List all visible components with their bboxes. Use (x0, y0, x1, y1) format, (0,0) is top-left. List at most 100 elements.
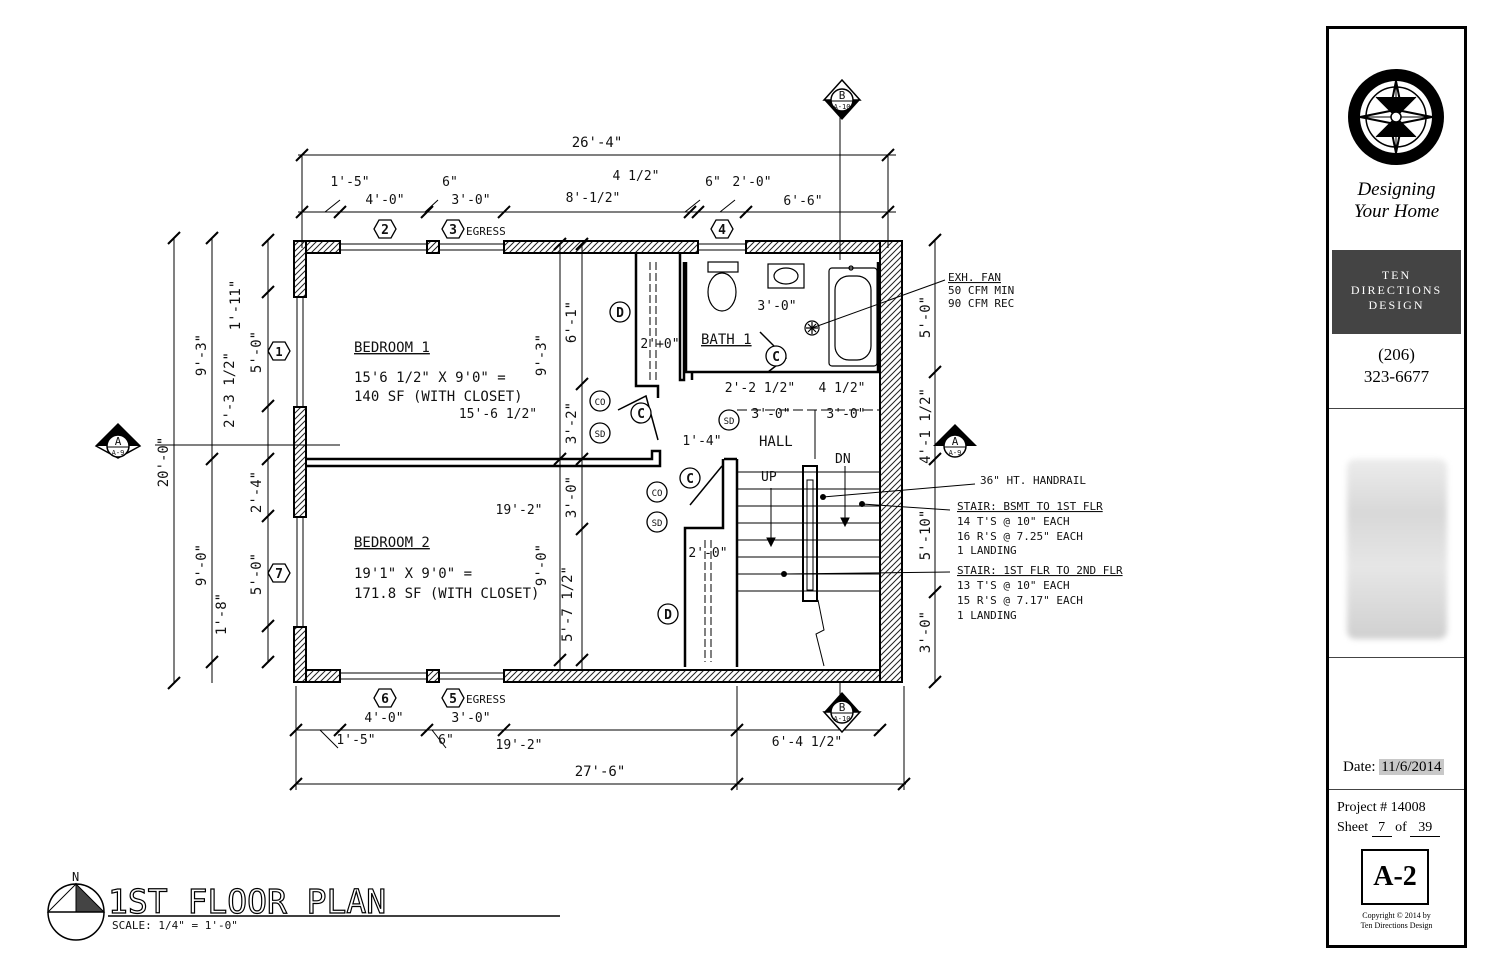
tagline-line1: Designing (1357, 179, 1436, 200)
dim-left-9-0: 9'-0" (194, 544, 210, 586)
stair1-note-title: STAIR: BSMT TO 1ST FLR (957, 500, 1103, 513)
dim-int-15-6: 15'-6 1/2" (459, 407, 537, 422)
dimension-lines (155, 100, 936, 790)
closet-symbol-2: C (686, 472, 694, 487)
bath-fixtures (707, 261, 878, 367)
dim-left-1-11: 1'-11" (228, 280, 244, 331)
hall-name: HALL (759, 434, 793, 450)
sheet-of-label: of (1395, 820, 1407, 835)
dim-top-2-0: 2'-0" (732, 175, 771, 190)
company-banner: TEN DIRECTIONS DESIGN (1332, 250, 1461, 334)
dim-int-bath-3-0: 3'-0" (757, 299, 796, 314)
company-line1: TEN (1381, 268, 1412, 282)
stair1-note-treads: 14 T'S @ 10" EACH (957, 515, 1070, 528)
company-logo (1346, 67, 1446, 167)
dim-bottom-3-0: 3'-0" (451, 711, 490, 726)
dim-bottom-1-5: 1'-5" (336, 733, 375, 748)
dim-top-1-5: 1'-5" (330, 175, 369, 190)
dim-bottom-19-2: 19'-2" (496, 738, 543, 753)
window-tag-6: 6 (381, 692, 389, 707)
section-a-label-left: A (115, 435, 122, 448)
dim-bottom-6-4: 6'-4 1/2" (772, 735, 842, 750)
date-label: Date: (1343, 759, 1376, 775)
dim-int-1-4: 1'-4" (682, 434, 721, 449)
dim-top-6b: 6" (705, 175, 721, 190)
section-b-label-bottom: B (839, 701, 846, 714)
section-b-ref-top: A-10 (834, 103, 851, 111)
window-tag-4: 4 (718, 223, 726, 238)
dim-top-4-half: 4 1/2" (613, 169, 660, 184)
dim-int-2-0b: 2'-0" (688, 546, 727, 561)
dim-left-1-8: 1'-8" (214, 593, 230, 635)
date-value: 11/6/2014 (1379, 759, 1444, 775)
dim-left-2-3: 2'-3 1/2" (222, 352, 238, 428)
phone-number: 323-6677 (1363, 367, 1430, 386)
title-block: Designing Your Home TEN DIRECTIONS DESIG… (1326, 26, 1467, 948)
window-tag-1: 1 (275, 345, 282, 359)
company-line3: DESIGN (1368, 298, 1425, 312)
smoke-detector-1: SD (595, 430, 606, 440)
dim-bottom-4-0: 4'-0" (364, 711, 403, 726)
section-marker-a-right (933, 424, 977, 458)
fan-note-min: 50 CFM MIN (948, 284, 1014, 297)
dim-top-4-0: 4'-0" (365, 193, 404, 208)
stair-down-label: DN (835, 452, 851, 467)
section-a-ref-right: A-9 (949, 449, 962, 457)
leader-dots (781, 494, 865, 577)
bedroom1-name: BEDROOM 1 (354, 340, 430, 356)
bedroom2-area: 171.8 SF (WITH CLOSET) (354, 586, 539, 602)
dim-left-5-0: 5'-0" (249, 331, 265, 373)
closet-symbol-1: C (637, 407, 645, 422)
dim-top-8-half: 8'-1/2" (566, 191, 621, 206)
floor-plan-drawing: 2 3 4 6 5 1 7 EGRESS EGRESS A A-9 A A-9 … (46, 78, 1123, 941)
fan-note-rec: 90 CFM REC (948, 297, 1014, 310)
dim-int-6-1: 6'-1" (564, 301, 580, 343)
dim-int-2-0: 2'+0" (640, 337, 679, 352)
sheet-number: 7 (1371, 820, 1392, 837)
copyright: Copyright © 2014 by Ten Directions Desig… (1329, 911, 1464, 931)
leader-lines (783, 279, 976, 575)
window-tags (267, 219, 734, 708)
window-tag-7: 7 (275, 567, 283, 582)
copyright-line1: Copyright © 2014 by (1362, 911, 1431, 920)
window-lines (296, 243, 746, 680)
sheet-total: 39 (1410, 820, 1441, 837)
dim-bottom-6: 6" (438, 733, 454, 748)
exterior-walls (293, 240, 903, 683)
tagline-line2: Your Home (1353, 201, 1440, 222)
stair1-note-landing: 1 LANDING (957, 544, 1017, 557)
dim-top-6-6: 6'-6" (783, 194, 822, 209)
section-a-label-right: A (952, 435, 959, 448)
dim-right-5-0: 5'-0" (918, 296, 934, 338)
dim-right-5-10: 5'-10" (918, 510, 934, 561)
door-symbol-2: D (664, 608, 672, 623)
smoke-detector-3: SD (724, 417, 735, 427)
section-a-ref-left: A-9 (112, 449, 125, 457)
section-marker-b-top (822, 78, 862, 120)
dim-top-3-0: 3'-0" (451, 193, 490, 208)
window-tag-3: 3 (449, 223, 457, 238)
stair2-note-landing: 1 LANDING (957, 609, 1017, 622)
door-symbol-1: D (616, 306, 624, 321)
egress-label-top: EGRESS (466, 225, 506, 238)
phone-area-code: (206) (1378, 345, 1415, 364)
stair2-note-title: STAIR: 1ST FLR TO 2ND FLR (957, 564, 1123, 577)
dim-left-9-3: 9'-3" (194, 334, 210, 376)
dim-bottom-overall: 27'-6" (575, 764, 626, 780)
co-detector-2: CO (652, 489, 663, 499)
section-marker-a-left (94, 422, 142, 459)
egress-label-bottom: EGRESS (466, 693, 506, 706)
section-marker-b-bottom (822, 692, 862, 734)
dim-int-9-3: 9'-3" (534, 334, 550, 376)
drawing-title: 1ST FLOOR PLAN (108, 882, 386, 921)
bath1-name: BATH 1 (701, 332, 752, 348)
closet-doors (649, 262, 712, 662)
dim-int-3-2: 3'-2" (564, 402, 580, 444)
drawing-scale: SCALE: 1/4" = 1'-0" (112, 919, 238, 932)
stair (737, 465, 880, 667)
dim-left-20-0: 20'-0" (156, 437, 172, 488)
sheet-id: A-2 (1373, 861, 1417, 892)
date-row: Date: 11/6/2014 (1343, 759, 1444, 776)
dim-left-2-4: 2'-4" (249, 471, 265, 513)
dimension-ticks (167, 148, 942, 791)
